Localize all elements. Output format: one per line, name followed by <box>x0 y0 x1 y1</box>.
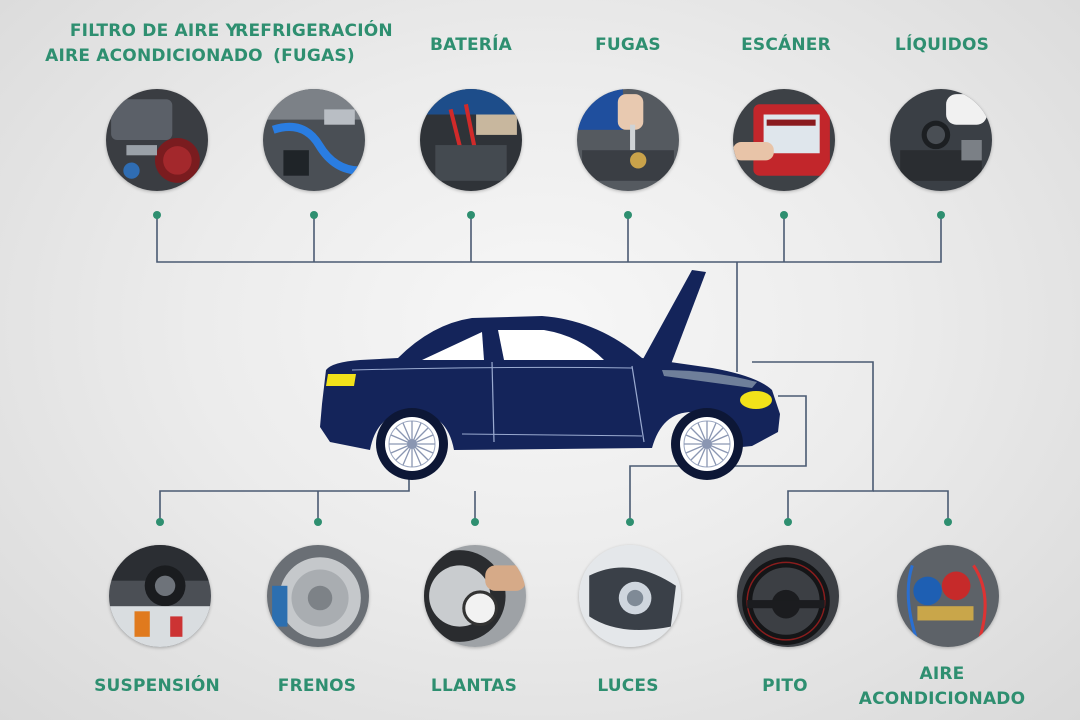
label-escaner: ESCÁNER <box>741 35 831 55</box>
open-hood <box>637 270 706 372</box>
label-refrigeracion: REFRIGERACIÓN(FUGAS) <box>235 21 393 66</box>
label-liquidos: LÍQUIDOS <box>894 35 990 55</box>
headlight-photo <box>579 545 681 647</box>
steering-wheel-photo <box>737 545 839 647</box>
label-suspension: SUSPENSIÓN <box>94 676 220 696</box>
front-wheel <box>671 408 743 480</box>
label-luces: LUCES <box>597 676 659 696</box>
car-illustration <box>320 270 780 480</box>
battery-photo <box>420 89 522 191</box>
tire-gauge-photo <box>424 545 526 647</box>
rear-window <box>422 332 484 360</box>
rear-wheel <box>376 408 448 480</box>
coolant-hose-photo <box>263 89 365 191</box>
front-window <box>498 330 604 360</box>
suspension-photo <box>109 545 211 647</box>
label-fugas: FUGAS <box>595 35 661 55</box>
diagnostic-scanner-photo <box>733 89 835 191</box>
ac-gauges-photo <box>897 545 999 647</box>
label-llantas: LLANTAS <box>430 676 518 696</box>
headlight <box>740 391 772 409</box>
label-pito: PITO <box>762 676 808 696</box>
air-filter-photo <box>106 89 208 191</box>
label-frenos: FRENOS <box>277 676 357 696</box>
fluids-photo <box>890 89 992 191</box>
rear-light <box>326 374 356 386</box>
leak-check-photo <box>577 89 679 191</box>
brake-disc-photo <box>267 545 369 647</box>
label-bateria: BATERÍA <box>430 35 512 55</box>
